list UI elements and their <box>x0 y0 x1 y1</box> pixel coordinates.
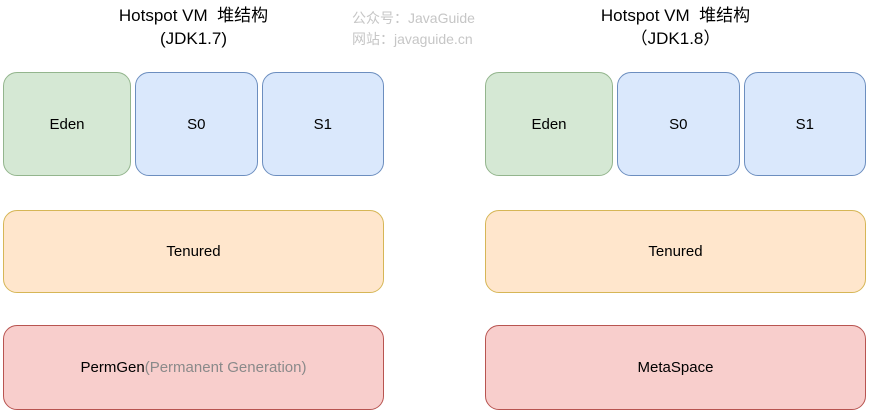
jdk18-metaspace-label: MetaSpace <box>637 359 714 376</box>
jdk18-eden-label: Eden <box>531 115 567 133</box>
panel-jdk17-title: Hotspot VM 堆结构 (JDK1.7) <box>3 4 384 50</box>
panel-jdk18-title-line2: （JDK1.8） <box>630 29 721 48</box>
jdk18-s0-box: S0 <box>617 72 740 176</box>
watermark: 公众号：JavaGuide 网站：javaguide.cn <box>352 8 475 50</box>
jdk18-s1-box: S1 <box>743 72 866 176</box>
jdk17-permgen-sublabel: (Permanent Generation) <box>144 359 307 376</box>
jdk17-s1-label: S1 <box>313 115 332 133</box>
jdk17-eden-label: Eden <box>49 115 85 133</box>
panel-jdk17: Hotspot VM 堆结构 (JDK1.7) Eden S0 S1 Tenur… <box>3 0 384 415</box>
jdk18-s1-label: S1 <box>795 115 814 133</box>
jdk17-s1-box: S1 <box>261 72 384 176</box>
jdk17-tenured-box: Tenured <box>3 210 384 293</box>
jdk18-metaspace-box: MetaSpace <box>485 325 866 410</box>
jdk18-tenured-label: Tenured <box>648 243 703 260</box>
panel-jdk18: Hotspot VM 堆结构 （JDK1.8） Eden S0 S1 Tenur… <box>485 0 866 415</box>
jdk17-eden-box: Eden <box>3 72 131 176</box>
jdk18-young-generation-row: Eden S0 S1 <box>485 72 866 176</box>
jdk18-tenured-box: Tenured <box>485 210 866 293</box>
jdk17-tenured-label: Tenured <box>166 243 221 260</box>
jdk17-permgen-label: PermGen <box>80 359 145 376</box>
jdk18-s0-label: S0 <box>669 115 688 133</box>
jdk17-permgen-box: PermGen(Permanent Generation) <box>3 325 384 410</box>
jdk17-s0-label: S0 <box>187 115 206 133</box>
jdk18-eden-box: Eden <box>485 72 613 176</box>
panel-jdk17-title-line1: Hotspot VM 堆结构 <box>118 6 269 25</box>
panel-jdk17-title-line2: (JDK1.7) <box>159 29 228 48</box>
jdk17-s0-box: S0 <box>135 72 258 176</box>
watermark-account-line: 公众号：JavaGuide <box>352 10 475 26</box>
panel-jdk18-title-line1: Hotspot VM 堆结构 <box>600 6 751 25</box>
jdk17-young-generation-row: Eden S0 S1 <box>3 72 384 176</box>
watermark-site-line: 网站：javaguide.cn <box>352 31 473 47</box>
panel-jdk18-title: Hotspot VM 堆结构 （JDK1.8） <box>485 4 866 50</box>
